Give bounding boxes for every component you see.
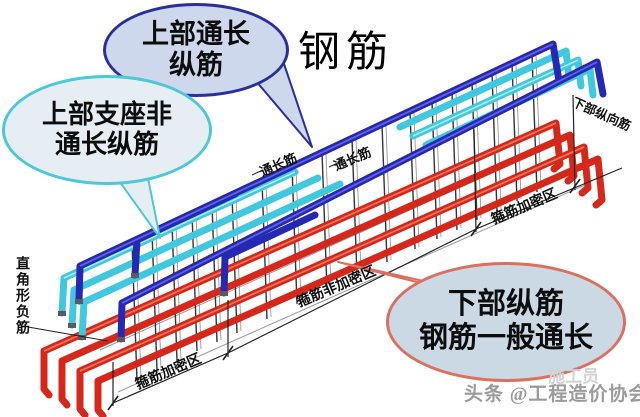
callout-bottom-line1: 下部纵筋 bbox=[447, 288, 564, 321]
label-right-angle-negative-bar: 直角形负筋 bbox=[14, 256, 29, 336]
callout-bottom-line2: 钢筋一般通长 bbox=[418, 322, 593, 354]
callout-support-bars: 上部支座非 通长纵筋 bbox=[2, 75, 212, 185]
dimension-lines bbox=[107, 94, 623, 411]
label-leaders bbox=[27, 161, 341, 342]
diagram-title: 钢筋 bbox=[298, 30, 395, 76]
callout-top-line2: 纵筋 bbox=[169, 50, 223, 80]
callout-left-line2: 通长纵筋 bbox=[54, 130, 159, 159]
anchor-plates bbox=[58, 273, 228, 342]
watermark-faint: 施工员 bbox=[548, 367, 599, 386]
callout-bottom-bars: 下部纵筋 钢筋一般通长 bbox=[386, 262, 626, 382]
callout-top-line1: 上部通长 bbox=[142, 18, 250, 49]
watermark-main: 头条 @工程造价协会 bbox=[464, 384, 640, 405]
bottom-bars-highlight bbox=[43, 122, 585, 372]
callout-left-line1: 上部支座非 bbox=[41, 99, 172, 129]
support-bars-highlight bbox=[63, 59, 579, 279]
